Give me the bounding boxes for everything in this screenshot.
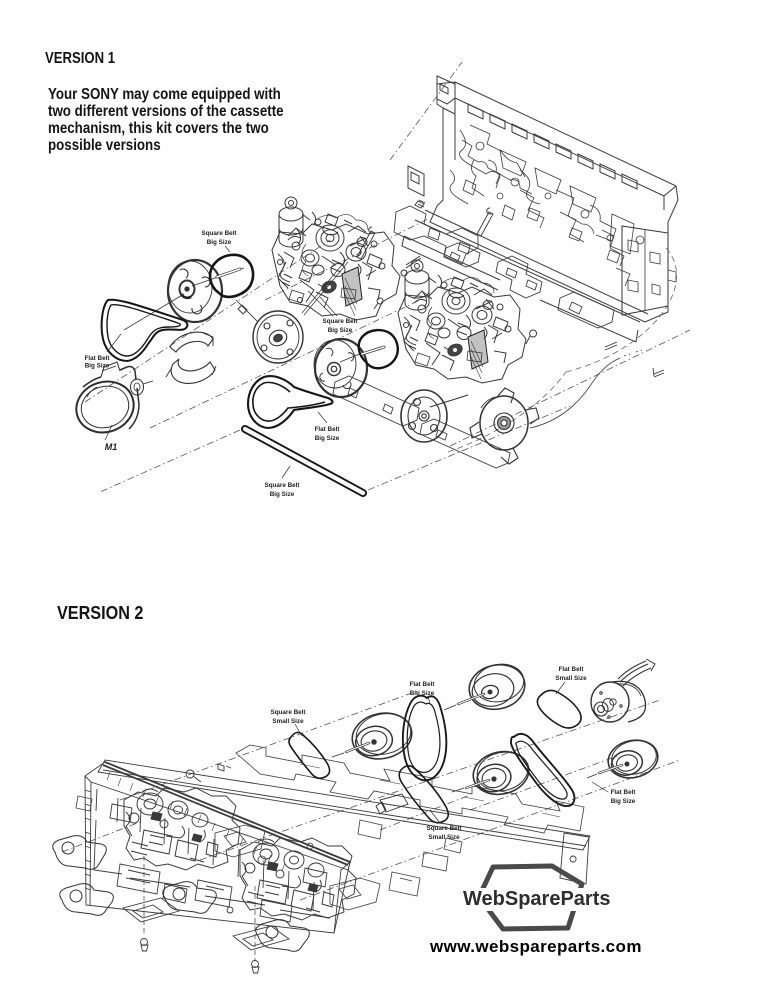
svg-text:Flat Belt: Flat Belt: [559, 666, 585, 673]
svg-text:Square Belt: Square Belt: [271, 709, 307, 716]
svg-text:Big Size: Big Size: [328, 327, 353, 334]
svg-text:Flat Belt: Flat Belt: [410, 681, 436, 688]
svg-text:Small Size: Small Size: [272, 718, 304, 725]
svg-text:Square Belt: Square Belt: [202, 230, 238, 237]
svg-text:Big Size: Big Size: [270, 491, 295, 498]
svg-text:Big Size: Big Size: [207, 239, 232, 246]
svg-text:Big Size: Big Size: [410, 690, 435, 697]
svg-text:Small Size: Small Size: [555, 675, 587, 682]
svg-text:Big Size: Big Size: [315, 435, 340, 442]
svg-text:Flat Belt: Flat Belt: [85, 355, 111, 362]
svg-text:M1: M1: [105, 442, 118, 452]
svg-text:Small Size: Small Size: [428, 834, 460, 841]
svg-text:Big Size: Big Size: [85, 363, 110, 370]
svg-text:Square Belt: Square Belt: [265, 482, 301, 489]
svg-text:Flat Belt: Flat Belt: [315, 426, 341, 433]
svg-text:Flat Belt: Flat Belt: [611, 789, 637, 796]
svg-text:Square Belt: Square Belt: [323, 318, 359, 325]
svg-text:Big Size: Big Size: [611, 798, 636, 805]
svg-text:Square Belt: Square Belt: [427, 825, 463, 832]
